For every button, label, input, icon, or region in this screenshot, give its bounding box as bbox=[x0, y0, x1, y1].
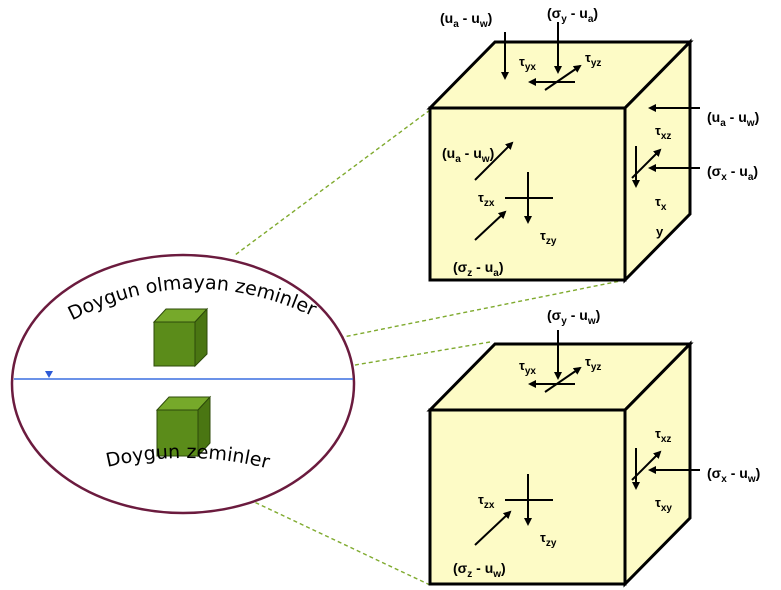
water-table-icon bbox=[45, 371, 53, 378]
bottom-cube-tau-xy: τxy bbox=[655, 495, 672, 514]
bottom-cube-tau-zx: τzx bbox=[478, 492, 495, 511]
top-cube-label-right-ua-uw: (ua - uw) bbox=[707, 109, 759, 129]
bottom-cube-tau-yz: τyz bbox=[585, 354, 601, 373]
soil-profile-ellipse: Doygun olmayan zeminler Doygun zeminler bbox=[10, 253, 356, 515]
saturated-stress-cube: (σy - uw) τyx τyz (σx - uw) τxz τxy τzx … bbox=[426, 307, 760, 588]
top-cube-tau-zy: τzy bbox=[540, 228, 557, 247]
saturated-soil-cube bbox=[155, 395, 212, 458]
top-cube-label-sy-ua: (σy - ua) bbox=[547, 5, 598, 25]
bottom-cube-tau-zy: τzy bbox=[540, 530, 557, 549]
top-cube-tau-yz: τyz bbox=[585, 50, 601, 69]
ellipse-outline bbox=[10, 253, 356, 515]
unsaturated-soil-cube bbox=[152, 307, 209, 368]
top-cube-label-ua-uw: (ua - uw) bbox=[440, 10, 492, 30]
connector-top-1 bbox=[234, 109, 431, 256]
top-cube-label-sx-ua: (σx - ua) bbox=[707, 163, 758, 183]
bottom-cube-tau-xz: τxz bbox=[655, 426, 671, 445]
top-cube-tau-xz: τxz bbox=[655, 123, 671, 142]
unsaturated-stress-cube: (ua - uw) (σy - ua) τyx τyz (ua - uw) (σ… bbox=[426, 5, 759, 284]
connector-bot-2 bbox=[249, 499, 431, 586]
top-cube-label-sz-ua: (σz - ua) bbox=[453, 259, 503, 279]
bottom-cube-label-sz-uw: (σz - uw) bbox=[453, 560, 506, 580]
bottom-cube-label-sx-uw: (σx - uw) bbox=[707, 465, 760, 485]
bottom-cube-label-sy-uw: (σy - uw) bbox=[547, 307, 600, 327]
top-cube-label-front-ua-uw: (ua - uw) bbox=[442, 145, 494, 165]
top-cube-tau-yx: τyx bbox=[519, 54, 536, 73]
bottom-cube-tau-yx: τyx bbox=[519, 358, 536, 377]
top-cube-y-label: y bbox=[656, 224, 664, 239]
top-cube-tau-x: τx bbox=[655, 194, 667, 213]
top-cube-tau-zx: τzx bbox=[478, 190, 495, 209]
